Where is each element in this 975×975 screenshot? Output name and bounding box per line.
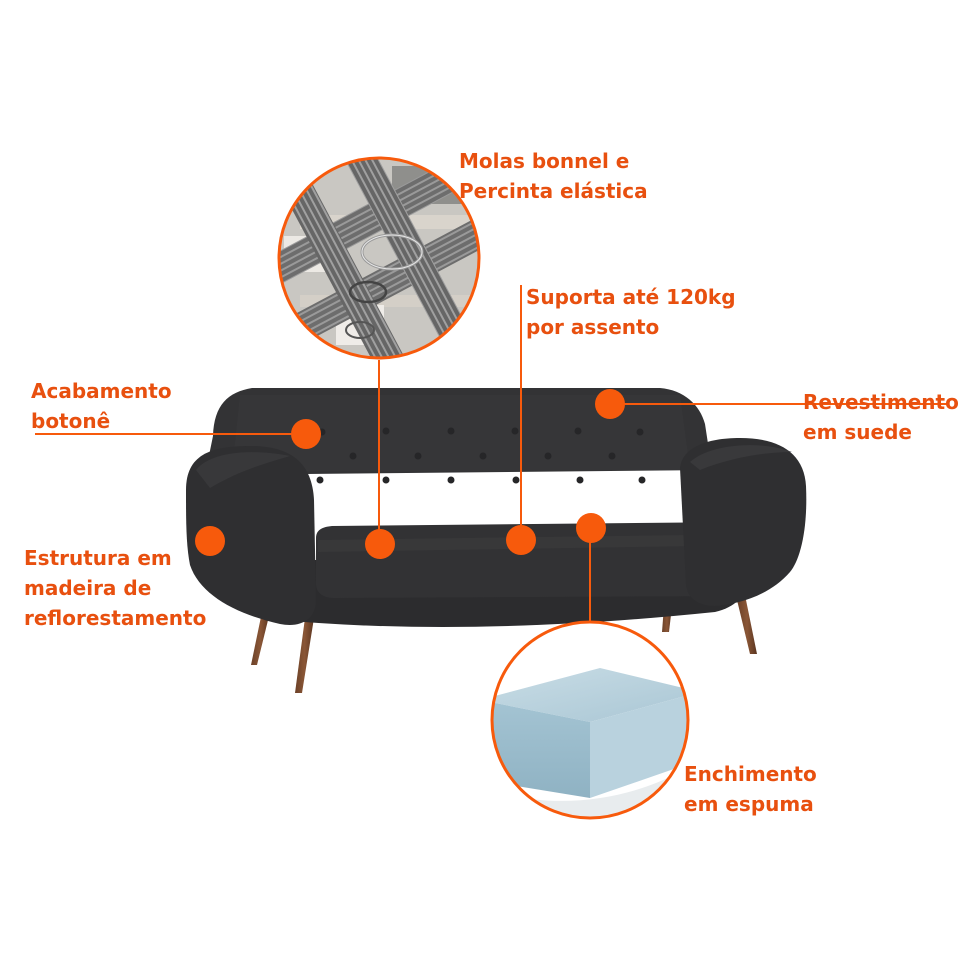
dot-frame xyxy=(195,526,225,556)
label-frame-line-1: Estrutura em xyxy=(24,546,172,570)
label-filling-line-1: Enchimento xyxy=(684,762,817,786)
springs-detail-image xyxy=(277,156,481,360)
callout-leaders xyxy=(35,285,948,622)
dot-buttons xyxy=(291,419,321,449)
dot-support xyxy=(506,525,536,555)
label-buttons: Acabamento botonê xyxy=(31,376,172,436)
label-support-line-2: por assento xyxy=(526,315,660,339)
right-armrest xyxy=(680,438,807,606)
label-frame: Estrutura em madeira de reflorestamento xyxy=(24,543,206,633)
label-support: Suporta até 120kg por assento xyxy=(526,282,736,342)
dot-springs xyxy=(365,529,395,559)
label-filling: Enchimento em espuma xyxy=(684,759,817,819)
label-upholstery-line-1: Revestimento xyxy=(803,390,959,414)
label-filling-line-2: em espuma xyxy=(684,792,814,816)
label-upholstery-line-2: em suede xyxy=(803,420,912,444)
dot-upholstery xyxy=(595,389,625,419)
label-springs-line-1: Molas bonnel e xyxy=(459,149,630,173)
foam-detail-image xyxy=(490,620,690,820)
label-support-line-1: Suporta até 120kg xyxy=(526,285,736,309)
left-armrest xyxy=(186,446,316,625)
label-springs: Molas bonnel e Percinta elástica xyxy=(459,146,648,206)
label-upholstery: Revestimento em suede xyxy=(803,387,959,447)
label-buttons-line-1: Acabamento xyxy=(31,379,172,403)
label-springs-line-2: Percinta elástica xyxy=(459,179,648,203)
tufted-buttons xyxy=(316,427,646,484)
callout-dots xyxy=(195,389,625,559)
label-buttons-line-2: botonê xyxy=(31,409,111,433)
sofa-legs xyxy=(251,600,757,693)
label-frame-line-2: madeira de xyxy=(24,576,152,600)
dot-filling xyxy=(576,513,606,543)
label-frame-line-3: reflorestamento xyxy=(24,606,207,630)
sofa xyxy=(186,388,807,693)
